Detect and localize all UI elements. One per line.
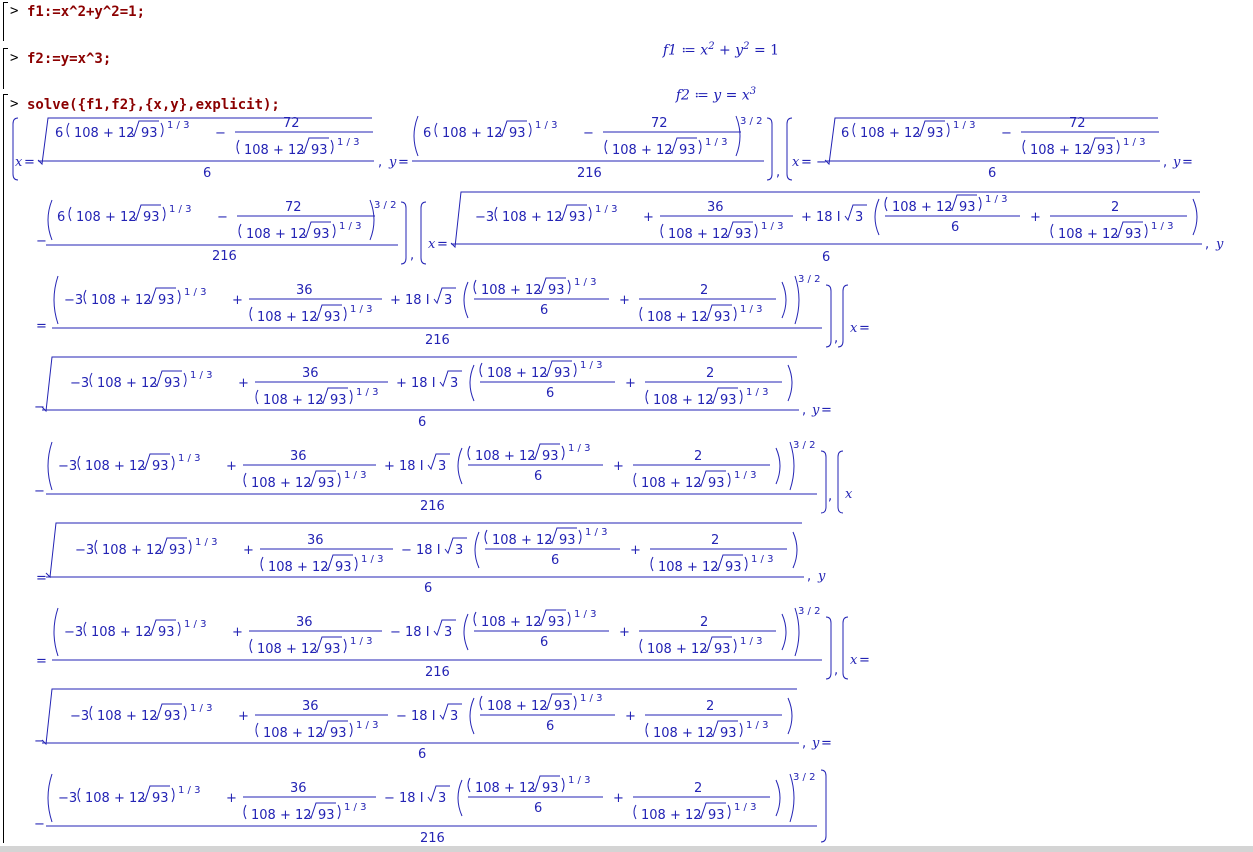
input-line-1[interactable]: f1:=x^2+y^2=1; <box>27 4 146 20</box>
svg-text:6: 6 <box>988 166 996 181</box>
svg-text:,: , <box>802 403 806 418</box>
svg-text:6: 6 <box>418 747 426 762</box>
svg-text:,: , <box>776 165 780 180</box>
prompt-symbol: > <box>10 96 19 112</box>
svg-text:y: y <box>811 403 820 418</box>
svg-text:=: = <box>821 736 832 751</box>
svg-text:y: y <box>1215 237 1224 252</box>
svg-text:y: y <box>817 569 826 584</box>
svg-text:=: = <box>398 155 409 170</box>
svg-text:−: − <box>34 817 45 832</box>
execution-group-bracket[interactable] <box>3 2 8 41</box>
svg-text:3 / 2: 3 / 2 <box>740 116 762 127</box>
prompt-symbol: > <box>10 3 19 19</box>
svg-text:6: 6 <box>822 250 830 265</box>
svg-text:,: , <box>378 155 382 170</box>
input-line-2[interactable]: f2:=y=x^3; <box>27 51 112 67</box>
svg-text:,: , <box>834 331 838 346</box>
svg-text:x: x <box>850 653 858 668</box>
svg-text:,: , <box>1205 237 1209 252</box>
svg-text:3 / 2: 3 / 2 <box>374 200 396 211</box>
svg-text:x: x <box>850 321 858 336</box>
horizontal-scrollbar[interactable] <box>0 846 1253 852</box>
set-brace <box>12 117 19 181</box>
svg-text:216: 216 <box>420 499 445 514</box>
output-f2: f2 ≔ y = x3 <box>675 86 757 104</box>
input-line-3[interactable]: solve({f1,f2},{x,y},explicit); <box>27 97 280 113</box>
svg-text:=: = <box>36 319 47 334</box>
svg-text:,: , <box>807 569 811 584</box>
svg-text:x: x <box>428 237 436 252</box>
svg-text:=: = <box>1182 155 1193 170</box>
output-f1: f1 ≔ x2 + y2 = 1 <box>662 41 780 59</box>
svg-text:3 / 2: 3 / 2 <box>798 274 820 285</box>
execution-group-bracket[interactable] <box>3 48 8 89</box>
svg-text:,: , <box>834 663 838 678</box>
svg-text:3 / 2: 3 / 2 <box>793 772 815 783</box>
svg-text:=: = <box>24 155 35 170</box>
svg-text:x: x <box>15 155 23 170</box>
svg-text:6: 6 <box>203 166 211 181</box>
svg-text:y: y <box>811 736 820 751</box>
svg-text:6: 6 <box>424 581 432 596</box>
svg-text:3 / 2: 3 / 2 <box>798 606 820 617</box>
svg-text:=: = <box>859 321 870 336</box>
svg-text:−: − <box>36 234 47 249</box>
prompt-symbol: > <box>10 50 19 66</box>
svg-text:,: , <box>828 489 832 504</box>
svg-text:=: = <box>36 571 47 586</box>
svg-text:−: − <box>34 400 45 415</box>
svg-text:,: , <box>410 248 414 263</box>
svg-text:=: = <box>437 237 448 252</box>
svg-text:216: 216 <box>577 166 602 181</box>
svg-text:=: = <box>36 654 47 669</box>
svg-text:= −: = − <box>801 155 827 170</box>
svg-text:−: − <box>34 484 45 499</box>
svg-text:6: 6 <box>418 415 426 430</box>
svg-text:x: x <box>845 487 853 502</box>
svg-text:,: , <box>1163 155 1167 170</box>
svg-text:=: = <box>821 403 832 418</box>
svg-text:x: x <box>792 155 800 170</box>
svg-text:216: 216 <box>425 665 450 680</box>
svg-text:,: , <box>802 736 806 751</box>
svg-text:−: − <box>34 734 45 749</box>
execution-group-bracket[interactable] <box>3 94 8 843</box>
svg-text:216: 216 <box>212 249 237 264</box>
svg-text:3 / 2: 3 / 2 <box>793 440 815 451</box>
svg-text:216: 216 <box>425 333 450 348</box>
svg-text:y: y <box>388 155 397 170</box>
svg-text:y: y <box>1172 155 1181 170</box>
svg-text:=: = <box>859 653 870 668</box>
svg-text:216: 216 <box>420 831 445 846</box>
